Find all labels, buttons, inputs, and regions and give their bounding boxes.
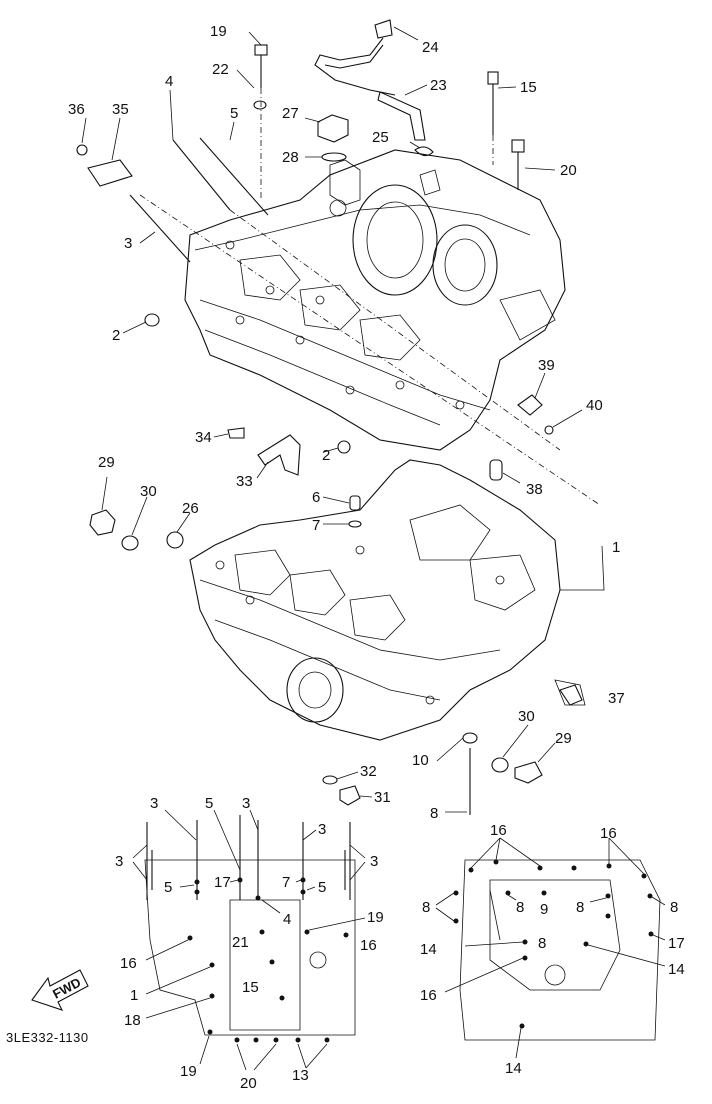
left-label-3d: 3 [115, 853, 123, 870]
right-label-16b: 16 [600, 825, 617, 842]
callout-1: 1 [612, 539, 620, 556]
left-label-3e: 3 [370, 853, 378, 870]
assembly-axes [139, 88, 601, 506]
left-label-19: 19 [367, 909, 384, 926]
bolt-pattern-right: 16 16 8 8 9 8 8 8 17 14 14 16 14 [420, 822, 685, 1077]
left-label-19b: 19 [180, 1063, 197, 1080]
left-label-20: 20 [240, 1075, 257, 1092]
right-label-8: 8 [422, 899, 430, 916]
left-label-21: 21 [232, 934, 249, 951]
right-label-8c: 8 [576, 899, 584, 916]
left-label-17: 17 [214, 874, 231, 891]
callout-19: 19 [210, 23, 227, 40]
left-label-5c: 5 [318, 879, 326, 896]
fwd-arrow: FWD [31, 969, 89, 1011]
left-label-3b: 3 [242, 795, 250, 812]
callout-15: 15 [520, 79, 537, 96]
right-label-14b: 14 [668, 961, 685, 978]
upper-crankcase [184, 149, 566, 451]
right-label-8d: 8 [670, 899, 678, 916]
right-label-8e: 8 [538, 935, 546, 952]
callout-40: 40 [586, 397, 603, 414]
callout-29-right: 29 [555, 730, 572, 747]
callout-25: 25 [372, 129, 389, 146]
right-label-9: 9 [540, 901, 548, 918]
leader-lines [81, 26, 605, 813]
right-label-8b: 8 [516, 899, 524, 916]
right-label-14c: 14 [505, 1060, 522, 1077]
left-label-3c: 3 [318, 821, 326, 838]
callout-27: 27 [282, 105, 299, 122]
left-label-4: 4 [283, 911, 291, 928]
callout-22: 22 [212, 61, 229, 78]
right-label-14: 14 [420, 941, 437, 958]
callout-29: 29 [98, 454, 115, 471]
left-label-7: 7 [282, 874, 290, 891]
left-label-16b: 16 [360, 937, 377, 954]
callout-23: 23 [430, 77, 447, 94]
right-label-16c: 16 [420, 987, 437, 1004]
callout-6: 6 [312, 489, 320, 506]
callout-37: 37 [608, 690, 625, 707]
callout-28: 28 [282, 149, 299, 166]
callout-38: 38 [526, 481, 543, 498]
bolt-pattern-left: 3 5 3 3 3 3 5 17 7 5 4 19 21 16 16 1 15 … [115, 795, 384, 1092]
callout-39: 39 [538, 357, 555, 374]
left-label-5: 5 [205, 795, 213, 812]
small-parts [76, 19, 583, 815]
left-label-1: 1 [130, 987, 138, 1004]
callout-32: 32 [360, 763, 377, 780]
callout-8: 8 [430, 805, 438, 822]
callout-10: 10 [412, 752, 429, 769]
left-label-13: 13 [292, 1067, 309, 1084]
callout-2-lower: 2 [322, 447, 330, 464]
callout-3: 3 [124, 235, 132, 252]
callout-36: 36 [68, 101, 85, 118]
callout-35: 35 [112, 101, 129, 118]
left-label-15: 15 [242, 979, 259, 996]
catalog-code: 3LE332-1130 [6, 1030, 89, 1045]
callout-24: 24 [422, 39, 439, 56]
right-label-16: 16 [490, 822, 507, 839]
left-label-18: 18 [124, 1012, 141, 1029]
callout-31: 31 [374, 789, 391, 806]
callout-33: 33 [236, 473, 253, 490]
callout-numbers: 19 22 24 23 15 36 35 4 5 27 25 28 20 3 2… [68, 23, 625, 822]
callout-2: 2 [112, 327, 120, 344]
left-label-3: 3 [150, 795, 158, 812]
callout-30-right: 30 [518, 708, 535, 725]
callout-30: 30 [140, 483, 157, 500]
callout-34: 34 [195, 429, 212, 446]
right-label-17: 17 [668, 935, 685, 952]
left-label-5b: 5 [164, 879, 172, 896]
callout-20: 20 [560, 162, 577, 179]
callout-5: 5 [230, 105, 238, 122]
callout-7: 7 [312, 517, 320, 534]
left-label-16: 16 [120, 955, 137, 972]
callout-4: 4 [165, 73, 173, 90]
lower-crankcase [189, 459, 586, 741]
callout-26: 26 [182, 500, 199, 517]
